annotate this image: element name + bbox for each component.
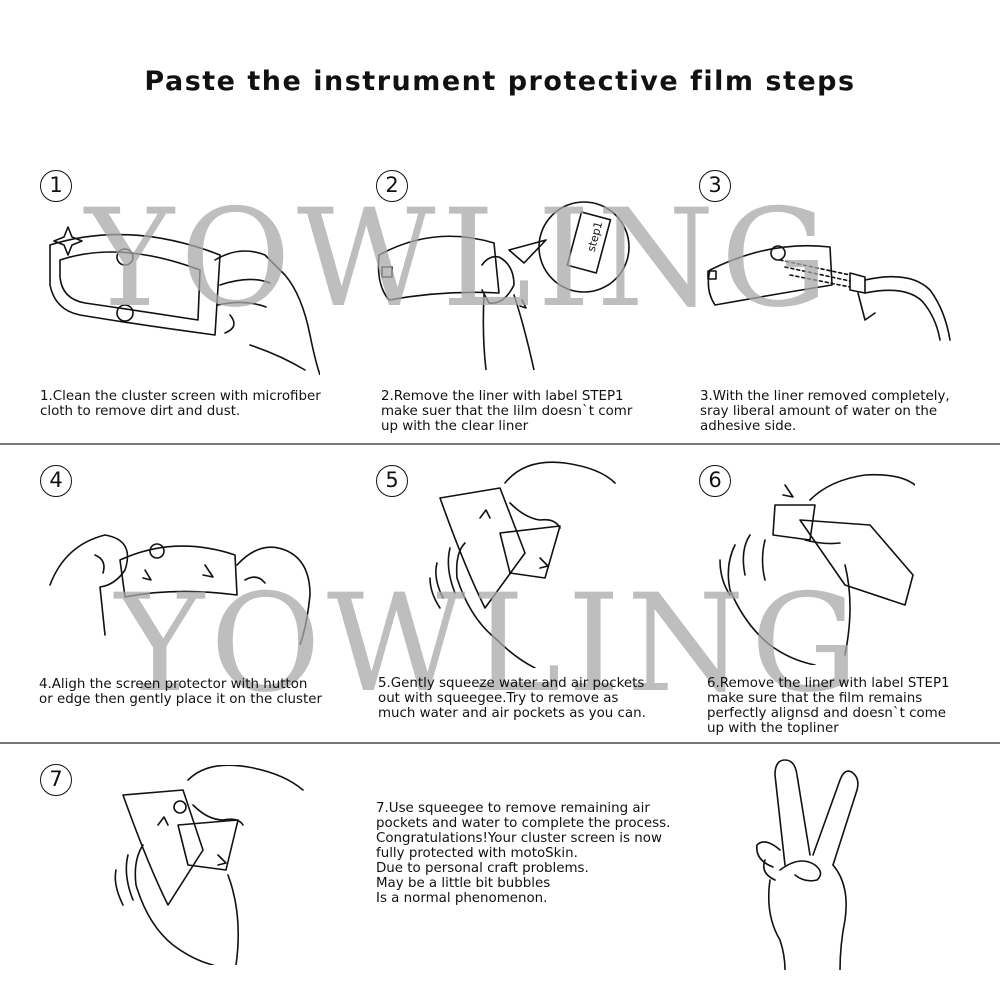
peace-hand-illustration <box>745 755 875 970</box>
page-title: Paste the instrument protective film ste… <box>144 66 856 97</box>
step-1-caption: 1.Clean the cluster screen with microfib… <box>40 389 321 419</box>
step-2-number: 2 <box>376 170 408 202</box>
step-4-illustration <box>45 525 320 645</box>
step-6-caption: 6.Remove the liner with label STEP1 make… <box>707 676 950 736</box>
step-7-caption: 7.Use squeegee to remove remaining air p… <box>376 801 671 906</box>
step-5-caption: 5.Gently squeeze water and air pockets o… <box>378 676 646 721</box>
step-3-caption: 3.With the liner removed completely, sra… <box>700 389 950 434</box>
step-7-number: 7 <box>40 764 72 796</box>
step-3-number: 3 <box>699 170 731 202</box>
step-3-illustration <box>700 235 960 345</box>
step-4-number: 4 <box>40 465 72 497</box>
step-1-number: 1 <box>40 170 72 202</box>
step-5-number: 5 <box>376 465 408 497</box>
step-2-illustration: step1 <box>374 195 654 370</box>
step-6-illustration <box>715 465 915 665</box>
row-divider-2 <box>0 742 1000 744</box>
step-1-illustration <box>40 215 320 375</box>
step-5-illustration <box>425 458 625 668</box>
step-4-caption: 4.Aligh the screen protector with hutton… <box>39 677 323 707</box>
step-7-illustration <box>108 765 308 965</box>
step-2-caption: 2.Remove the liner with label STEP1 make… <box>381 389 633 434</box>
row-divider-1 <box>0 443 1000 445</box>
step-6-number: 6 <box>699 465 731 497</box>
